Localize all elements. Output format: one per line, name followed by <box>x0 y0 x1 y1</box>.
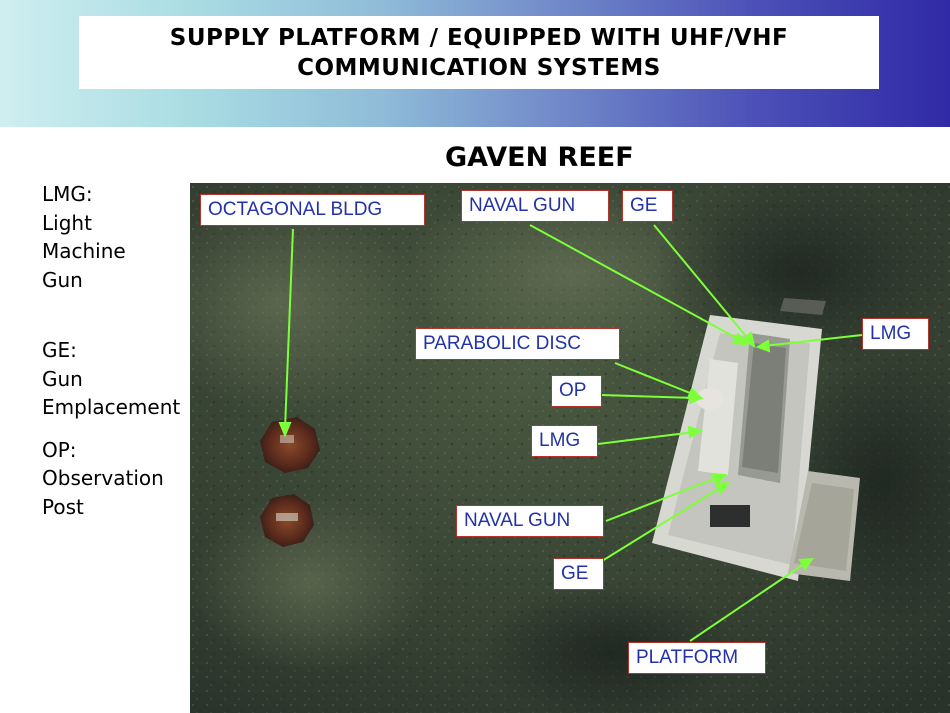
legend-lmg-line: Light <box>42 210 92 235</box>
legend-ge-line: Gun <box>42 366 83 391</box>
legend-lmg-line: Machine <box>42 239 126 263</box>
callout-op: OP <box>551 375 602 407</box>
callout-ge-top: GE <box>622 190 673 222</box>
callout-lmg-left: LMG <box>531 425 598 457</box>
callout-platform: PLATFORM <box>628 642 766 674</box>
legend-op-line: Observation <box>42 466 164 490</box>
title-box: SUPPLY PLATFORM / EQUIPPED WITH UHF/VHF … <box>79 16 879 89</box>
abbreviation-legend: LMG: Light Machine Gun GE: Gun Emplaceme… <box>42 180 180 521</box>
octagonal-building <box>260 417 320 473</box>
callout-lmg-right: LMG <box>862 318 929 350</box>
legend-op-line: Post <box>42 494 84 519</box>
legend-op-term: OP: <box>42 437 77 462</box>
callout-parabolic-disc: PARABOLIC DISC <box>415 328 620 360</box>
callout-naval-gun-top: NAVAL GUN <box>461 190 609 222</box>
callout-naval-gun-bottom: NAVAL GUN <box>456 505 604 537</box>
legend-ge-term: GE: <box>42 338 77 362</box>
slide-subtitle: GAVEN REEF <box>445 142 634 173</box>
legend-ge-line: Emplacement <box>42 395 181 419</box>
callout-ge-bottom: GE <box>553 558 604 590</box>
legend-lmg-line: Gun <box>42 267 83 292</box>
legend-lmg-term: LMG: <box>42 182 93 206</box>
callout-octagonal-bldg: OCTAGONAL BLDG <box>200 194 425 226</box>
slide-title: SUPPLY PLATFORM / EQUIPPED WITH UHF/VHF … <box>169 24 789 81</box>
